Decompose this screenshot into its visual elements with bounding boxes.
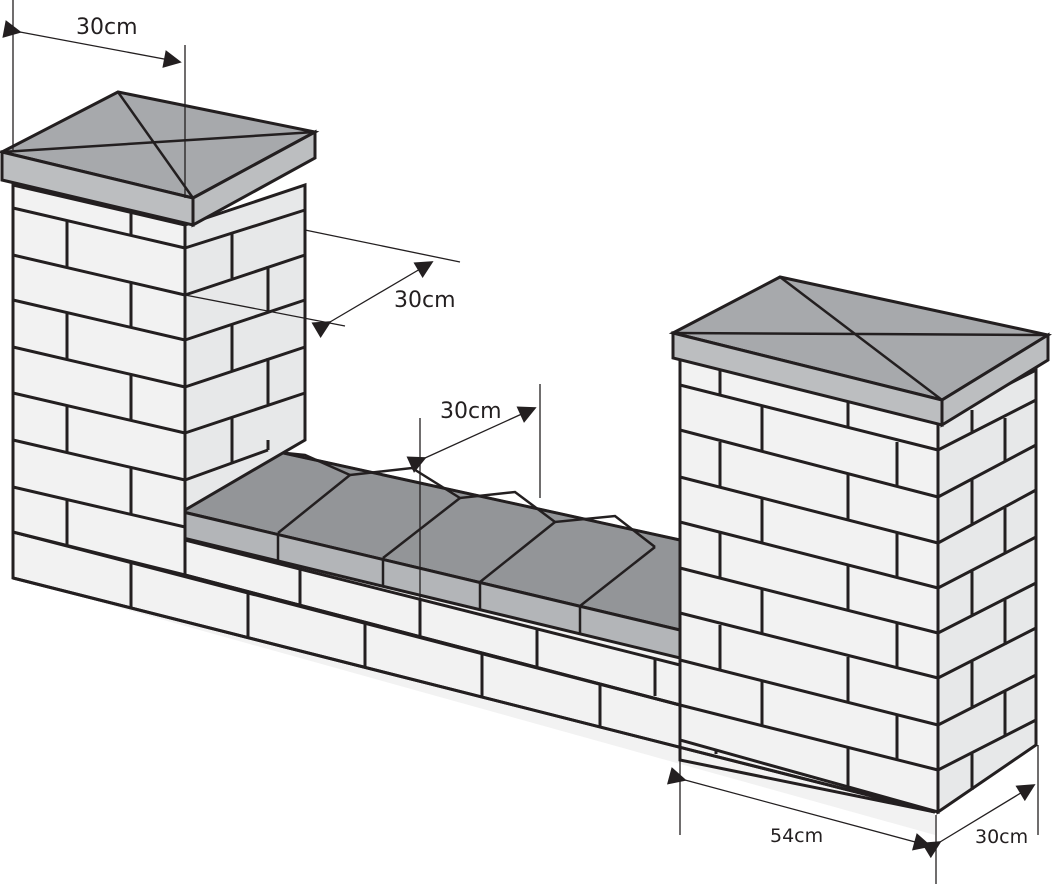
left-pillar bbox=[11, 182, 307, 577]
left-pillar-cap bbox=[0, 90, 320, 228]
coping-depth-arrow bbox=[406, 406, 537, 473]
left-cap-side-edge bbox=[191, 129, 317, 228]
right-cap-side-edge bbox=[940, 332, 1050, 428]
left-pillar-depth-arrow bbox=[311, 261, 434, 338]
right-pillar-depth-label: 30cm bbox=[975, 826, 1028, 848]
right-pillar-width-arrow bbox=[667, 767, 932, 851]
right-pillar-cap bbox=[668, 275, 1052, 428]
right-pillar-front bbox=[678, 353, 940, 814]
right-pillar-width-label: 54cm bbox=[770, 825, 823, 847]
left-pillar-width-arrow bbox=[2, 20, 182, 68]
left-pillar-width-label: 30cm bbox=[76, 15, 138, 40]
right-pillar bbox=[678, 353, 1038, 815]
coping-depth-label: 30cm bbox=[440, 399, 502, 424]
left-pillar-depth-label: 30cm bbox=[394, 288, 456, 313]
right-pillar-depth-arrow bbox=[921, 784, 1036, 859]
left-pillar-front bbox=[11, 183, 187, 577]
